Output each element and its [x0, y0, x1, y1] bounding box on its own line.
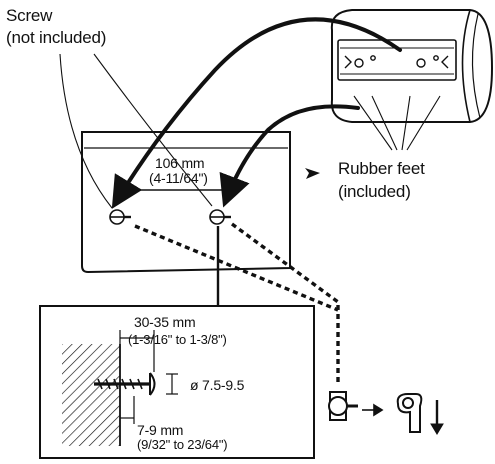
screw-label-line1: Screw: [6, 6, 53, 25]
screw-label-line2: (not included): [6, 28, 107, 47]
detail-dimensions: [119, 330, 178, 424]
depth-mm-label: 30-35 mm: [134, 314, 196, 330]
screw-label-pointers: [59, 53, 213, 209]
slide-down-arrow: [430, 400, 444, 435]
rubber-feet-label-line1: Rubber feet: [338, 159, 425, 178]
head-mm-label: 7-9 mm: [137, 422, 184, 438]
detail-box: [39, 305, 315, 459]
keyhole-step-1: [328, 391, 358, 421]
screw-right: [209, 209, 231, 225]
spacing-inch-label: (4-11/64"): [149, 170, 208, 186]
screw-left: [109, 209, 131, 225]
step-arrow: [362, 403, 384, 417]
rubber-feet-pointers: [353, 95, 441, 151]
head-inch-label: (9/32" to 23/64"): [137, 437, 228, 452]
dotted-guides: [134, 222, 340, 384]
mounting-arrows: [111, 17, 402, 209]
rubber-feet-label-line2: (included): [338, 182, 411, 201]
spacing-mm-label: 106 mm: [155, 155, 205, 171]
device-mount-slot-right: [416, 55, 449, 69]
depth-inch-label: (1-3/16" to 1-3/8"): [128, 332, 227, 347]
rubber-feet-arrow: [305, 168, 320, 179]
device-mount-slot-left: [344, 55, 376, 69]
diameter-label: ø 7.5-9.5: [190, 377, 245, 393]
keyhole-step-2: [396, 393, 423, 433]
detail-screw: [94, 372, 156, 396]
wall-panel: [81, 131, 291, 274]
device-body: [330, 9, 494, 123]
